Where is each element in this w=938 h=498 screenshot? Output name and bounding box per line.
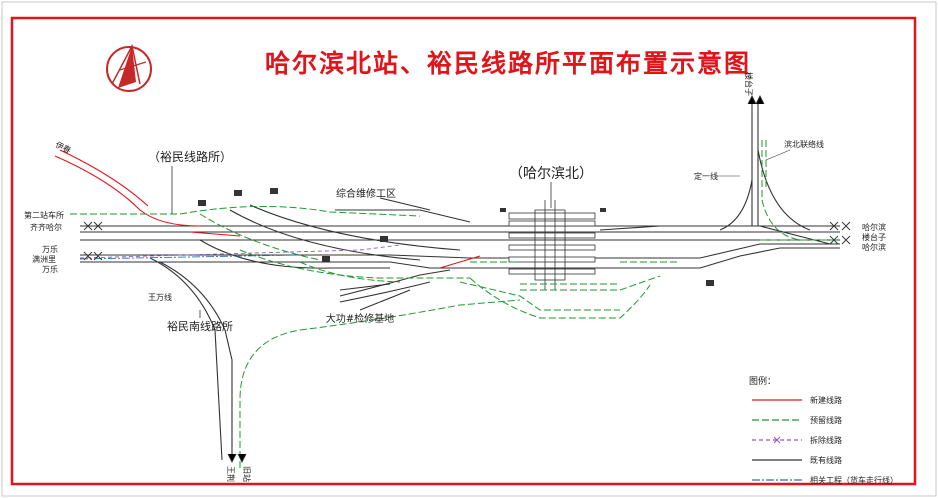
line-end-markers [83,94,851,464]
legend-item: 相关工程（货车走行线） [752,475,898,485]
wanle-top-label: 万乐 [42,244,58,254]
dagong-base-label: 大功#检修基地 [326,312,394,325]
north-arrow-icon [106,43,152,92]
jiujiang-bottom-label: 旧站 [242,466,252,482]
station-platforms [508,200,596,290]
dingyi-line-label: 定一线 [694,171,718,181]
manzhouli-label: 满洲里 [32,254,56,264]
legend-label: 既有线路 [810,455,842,465]
harbin-right-bottom-label: 哈尔滨 [862,242,886,252]
wanle-bottom-label: 万乐 [42,264,58,274]
wangwan-line-label: 王万线 [148,292,172,302]
legend-title: 图例： [749,375,776,387]
legend-item: 预留线路 [752,415,842,425]
signal-markers [198,188,714,286]
lengtaizi-top-label: 楼台子 [744,72,754,96]
legend-item: 新建线路 [752,395,842,405]
yumin-south-label: 裕民南线路所 [167,319,233,333]
legend-label: 拆除线路 [810,435,842,445]
reserved-lines [70,140,840,468]
removed-lines [79,244,401,259]
yumin-station-label: （裕民线路所） [148,149,232,164]
legend-label: 新建线路 [810,395,842,405]
wangjing-bottom-label: 王荆 [226,466,236,482]
freight-lines [79,254,301,260]
legend-x-marker [773,436,781,444]
second-station-label: 第二站车所 [24,210,64,220]
red-frame [10,16,917,486]
legend-item: 拆除线路 [752,435,842,445]
depot-label: 综合维修工区 [336,187,396,200]
legend-label: 预留线路 [810,415,842,425]
liangbei-line-label: 滨北联络线 [784,139,824,149]
lengtaizi-right-label: 楼台子 [862,232,886,242]
qiqihar-label: 齐齐哈尔 [30,222,62,232]
existing-lines [80,100,840,461]
legend-label: 相关工程（货车走行线） [810,475,898,485]
harbin-right-top-label: 哈尔滨 [862,222,886,232]
diagram-title: 哈尔滨北站、裕民线路所平面布置示意图 [265,49,751,78]
harbin-north-label: （哈尔滨北） [509,166,593,182]
new-lines [54,149,481,269]
legend-item: 既有线路 [752,455,842,465]
